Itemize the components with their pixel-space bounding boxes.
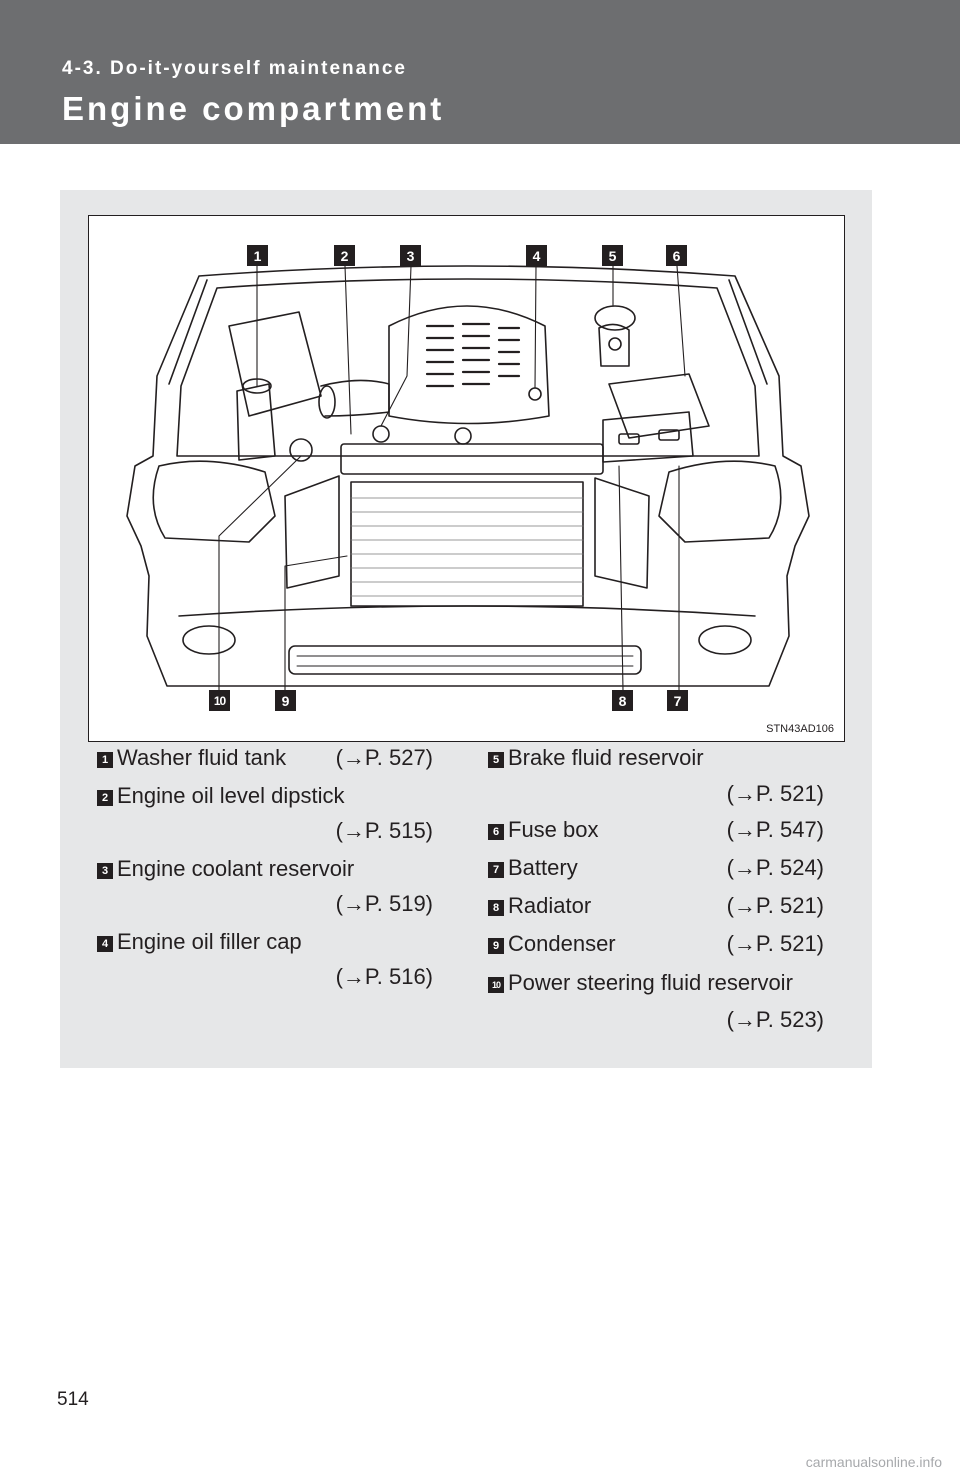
engine-compartment-illustration: 1 2 3 4 5 6 7 8 9 10 STN43AD106 [88, 215, 845, 742]
callout-5: 5 [602, 245, 623, 266]
legend-ref-9: (→P. 521) [727, 931, 824, 957]
callout-2: 2 [334, 245, 355, 266]
callout-10: 10 [209, 690, 230, 711]
page-title: Engine compartment [62, 90, 444, 128]
figure-code: STN43AD106 [766, 723, 834, 735]
legend-number-8: 8 [488, 900, 504, 916]
legend-number-5: 5 [488, 752, 504, 768]
legend-number-7: 7 [488, 862, 504, 878]
legend-label-washer-fluid-tank: Washer fluid tank [117, 745, 286, 771]
legend-ref-7: (→P. 524) [727, 855, 824, 881]
legend-label-condenser: Condenser [508, 931, 616, 957]
legend-ref-3: (→P. 519) [336, 891, 433, 917]
legend-label-power-steering-reservoir: Power steering fluid reservoir [508, 970, 793, 996]
section-heading: 4-3. Do-it-yourself maintenance [62, 58, 407, 80]
legend-ref-10: (→P. 523) [727, 1007, 824, 1033]
callout-1: 1 [247, 245, 268, 266]
callout-9: 9 [275, 690, 296, 711]
legend-ref-1: (→P. 527) [336, 745, 433, 771]
legend-number-6: 6 [488, 824, 504, 840]
legend-label-engine-coolant-reservoir: Engine coolant reservoir [117, 856, 354, 882]
legend-number-9: 9 [488, 938, 504, 954]
engine-drawing [89, 216, 845, 742]
header-bar: 4-3. Do-it-yourself maintenance Engine c… [0, 0, 960, 144]
legend-label-engine-oil-filler-cap: Engine oil filler cap [117, 929, 302, 955]
legend-number-2: 2 [97, 790, 113, 806]
legend-number-4: 4 [97, 936, 113, 952]
legend-label-engine-oil-dipstick: Engine oil level dipstick [117, 783, 344, 809]
legend-ref-8: (→P. 521) [727, 893, 824, 919]
callout-3: 3 [400, 245, 421, 266]
legend-label-brake-fluid-reservoir: Brake fluid reservoir [508, 745, 704, 771]
legend-number-3: 3 [97, 863, 113, 879]
watermark: carmanualsonline.info [806, 1454, 942, 1470]
callout-8: 8 [612, 690, 633, 711]
legend-number-10: 10 [488, 977, 504, 993]
legend-ref-5: (→P. 521) [727, 781, 824, 807]
legend-ref-2: (→P. 515) [336, 818, 433, 844]
callout-7: 7 [667, 690, 688, 711]
legend-label-fuse-box: Fuse box [508, 817, 599, 843]
page-number: 514 [57, 1389, 89, 1411]
legend-label-radiator: Radiator [508, 893, 591, 919]
legend-label-battery: Battery [508, 855, 578, 881]
legend-ref-4: (→P. 516) [336, 964, 433, 990]
callout-4: 4 [526, 245, 547, 266]
legend-ref-6: (→P. 547) [727, 817, 824, 843]
legend-number-1: 1 [97, 752, 113, 768]
callout-6: 6 [666, 245, 687, 266]
